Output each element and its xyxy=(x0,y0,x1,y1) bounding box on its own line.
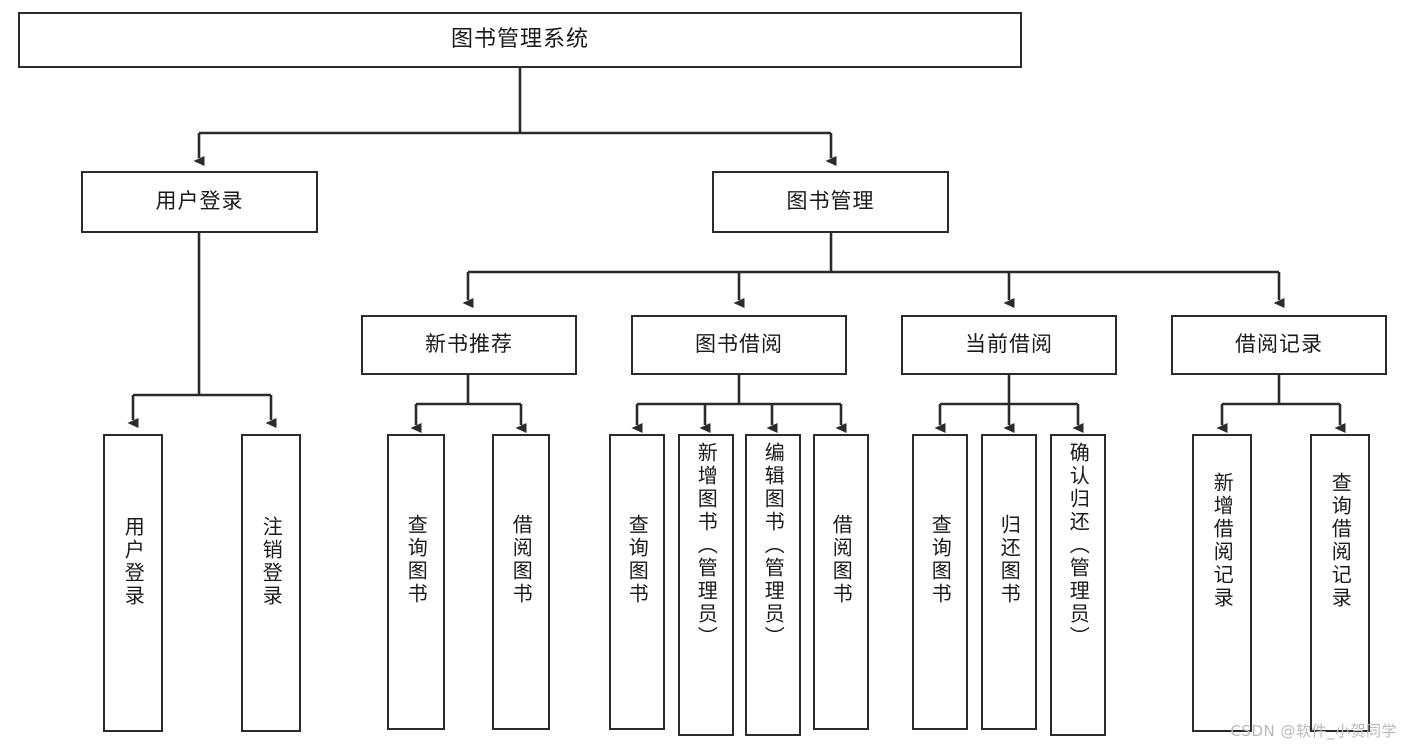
leaf-confirm-return[interactable]: 确认归还（管理员） xyxy=(1050,434,1106,736)
node-borrow-record-label: 借阅记录 xyxy=(1235,332,1323,357)
node-book-borrow[interactable]: 图书借阅 xyxy=(631,315,847,375)
leaf-borrow-book-1[interactable]: 借阅图书 xyxy=(492,434,550,730)
leaf-return-book[interactable]: 归还图书 xyxy=(981,434,1037,730)
node-root-label: 图书管理系统 xyxy=(450,26,589,52)
leaf-logout[interactable]: 注销登录 xyxy=(241,434,301,732)
watermark-text: CSDN @软件_小贺同学 xyxy=(1230,722,1397,740)
leaf-add-book[interactable]: 新增图书（管理员） xyxy=(678,434,734,736)
leaf-query-book-2-label: 查询图书 xyxy=(625,514,650,606)
leaf-user-login[interactable]: 用户登录 xyxy=(103,434,163,732)
leaf-borrow-book-2-label: 借阅图书 xyxy=(829,514,854,606)
leaf-query-book-1[interactable]: 查询图书 xyxy=(387,434,445,730)
leaf-borrow-book-2[interactable]: 借阅图书 xyxy=(813,434,869,730)
leaf-query-book-3-label: 查询图书 xyxy=(928,514,953,606)
node-root[interactable]: 图书管理系统 xyxy=(18,12,1022,68)
node-current-borrow-label: 当前借阅 xyxy=(965,332,1053,357)
node-borrow-record[interactable]: 借阅记录 xyxy=(1171,315,1387,375)
leaf-edit-book-label: 编辑图书（管理员） xyxy=(761,442,786,649)
leaf-query-book-1-label: 查询图书 xyxy=(404,514,429,606)
leaf-borrow-book-1-label: 借阅图书 xyxy=(509,514,534,606)
leaf-query-book-2[interactable]: 查询图书 xyxy=(609,434,665,730)
leaf-query-book-3[interactable]: 查询图书 xyxy=(912,434,968,730)
leaf-query-record-label: 查询借阅记录 xyxy=(1328,472,1353,610)
leaf-add-book-label: 新增图书（管理员） xyxy=(694,442,719,649)
leaf-confirm-return-label: 确认归还（管理员） xyxy=(1066,442,1091,649)
leaf-logout-label: 注销登录 xyxy=(259,516,284,608)
node-book-manage[interactable]: 图书管理 xyxy=(712,171,949,233)
leaf-query-record[interactable]: 查询借阅记录 xyxy=(1310,434,1370,732)
leaf-edit-book[interactable]: 编辑图书（管理员） xyxy=(745,434,801,736)
leaf-return-book-label: 归还图书 xyxy=(997,514,1022,606)
node-current-borrow[interactable]: 当前借阅 xyxy=(901,315,1117,375)
node-book-manage-label: 图书管理 xyxy=(786,189,875,214)
node-user-login-label: 用户登录 xyxy=(155,189,244,214)
node-new-book-recommend-label: 新书推荐 xyxy=(425,332,513,357)
node-user-login[interactable]: 用户登录 xyxy=(81,171,318,233)
node-new-book-recommend[interactable]: 新书推荐 xyxy=(361,315,577,375)
leaf-add-record-label: 新增借阅记录 xyxy=(1210,472,1235,610)
leaf-add-record[interactable]: 新增借阅记录 xyxy=(1192,434,1252,732)
leaf-user-login-label: 用户登录 xyxy=(121,516,146,608)
node-book-borrow-label: 图书借阅 xyxy=(695,332,783,357)
